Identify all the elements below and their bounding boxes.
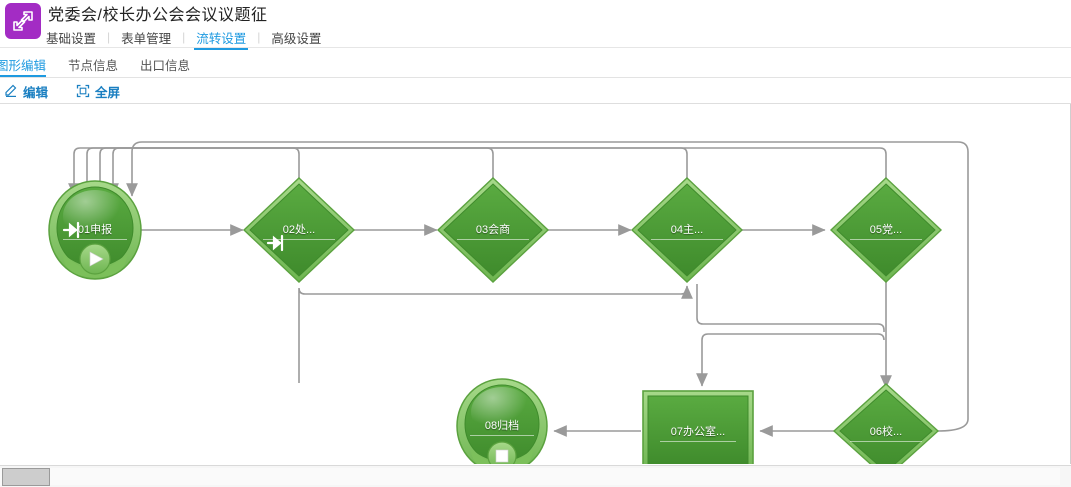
edit-button[interactable]: 编辑 [4, 82, 48, 101]
tab-form-management[interactable]: 表单管理 [121, 31, 172, 46]
node-n05[interactable]: 05党... [836, 181, 936, 279]
node-n05-underline [850, 239, 922, 240]
toolbar-divider [0, 103, 1071, 104]
edge-n06-n01 [126, 141, 969, 432]
scrollbar-track[interactable] [0, 468, 1060, 485]
edge-layer [68, 141, 969, 437]
node-n04-underline [651, 239, 723, 240]
edge-n02-n04-stub [299, 285, 305, 384]
node-n02[interactable]: 02处... [249, 181, 349, 279]
pencil-icon [5, 84, 17, 97]
node-n07-shape[interactable] [642, 390, 754, 464]
fullscreen-icon [76, 84, 90, 98]
node-n07-underline [660, 441, 736, 442]
node-n01-enter-arrow-icon [62, 221, 80, 239]
header-divider [0, 47, 1071, 48]
app-logo [5, 3, 41, 39]
node-n06-underline [850, 441, 922, 442]
edge-n05-n07 [696, 333, 885, 387]
edge-n02-n04-hidden4 [299, 285, 687, 382]
page-title: 党委会/校长办公会会议议题征 [48, 7, 268, 24]
node-n01-underline [63, 239, 127, 240]
node-n07-label: 07办公室... [670, 426, 726, 438]
subtab-node-info[interactable]: 节点信息 [68, 59, 119, 73]
edge-n04-n07-up [696, 284, 885, 332]
edge-n04-n01 [94, 147, 688, 278]
node-n04[interactable]: 04主... [637, 181, 737, 279]
edge-n02-n04-hidden5 [299, 285, 687, 382]
node-n03-shape[interactable] [436, 177, 550, 283]
edge-n05-n01 [107, 147, 887, 278]
node-n01-label: 01申报 [77, 224, 113, 236]
fullscreen-button-label: 全屏 [95, 85, 121, 100]
node-n08-underline [470, 435, 534, 436]
edge-n02-n04-hidden3 [299, 286, 687, 382]
node-n07[interactable]: 07办公室... [648, 396, 748, 464]
node-n06[interactable]: 06校... [836, 387, 936, 464]
node-n08-label: 08归档 [484, 420, 520, 432]
edge-n02-n04-hidden2 [299, 284, 687, 382]
node-n01-shape[interactable] [48, 180, 142, 280]
edge-n02-n04-visible [298, 285, 693, 383]
node-shape-layer [48, 177, 943, 464]
subtab-divider [0, 77, 1071, 78]
node-n04-label: 04主... [670, 224, 704, 236]
node-n03-underline [457, 239, 529, 240]
fullscreen-button[interactable]: 全屏 [76, 82, 120, 101]
node-n06-label: 06校... [869, 426, 903, 438]
node-n08[interactable]: 08归档 [452, 379, 552, 464]
tab-separator: | [107, 30, 111, 44]
node-n02-label: 02处... [282, 224, 316, 236]
tab-advanced-settings[interactable]: 高级设置 [271, 31, 322, 46]
page-header: 党委会/校长办公会会议议题征 基础设置 | 表单管理 | 流转设置 | 高级设置 [0, 0, 1071, 50]
tab-basic-settings[interactable]: 基础设置 [46, 31, 97, 46]
scrollbar-thumb[interactable] [2, 468, 50, 486]
node-n02-shape[interactable] [242, 177, 356, 283]
horizontal-scrollbar[interactable] [0, 465, 1071, 487]
edge-n02-n04-hidden [299, 272, 687, 382]
node-n03-label: 03会商 [475, 224, 511, 236]
subtab-exit-info[interactable]: 出口信息 [140, 59, 191, 73]
node-n01[interactable]: 01申报 [45, 181, 145, 279]
tab-separator: | [257, 30, 261, 44]
primary-tabs: 基础设置 | 表单管理 | 流转设置 | 高级设置 [44, 27, 323, 50]
node-n03[interactable]: 03会商 [443, 181, 543, 279]
node-n08-shape[interactable] [456, 378, 548, 464]
tab-separator: | [182, 30, 186, 44]
tab-flow-settings[interactable]: 流转设置 [194, 28, 249, 50]
node-n02-enter-arrow-icon [266, 234, 284, 252]
node-n05-label: 05党... [869, 224, 903, 236]
flow-graph [48, 141, 969, 464]
secondary-tabs: 图形编辑 节点信息 出口信息 [0, 55, 212, 77]
node-n05-shape[interactable] [829, 177, 943, 283]
edit-button-label: 编辑 [23, 85, 49, 100]
flow-refresh-icon [13, 11, 33, 31]
flow-canvas[interactable]: 01申报 02处... 03会商 04主... 05党... 06校... 07… [0, 104, 1071, 464]
node-n06-shape[interactable] [832, 383, 940, 464]
node-n02-underline [263, 239, 335, 240]
subtab-graph-editor[interactable]: 图形编辑 [0, 55, 47, 77]
node-n04-shape[interactable] [630, 177, 744, 283]
editor-toolbar: 编辑 全屏 [0, 79, 1071, 103]
